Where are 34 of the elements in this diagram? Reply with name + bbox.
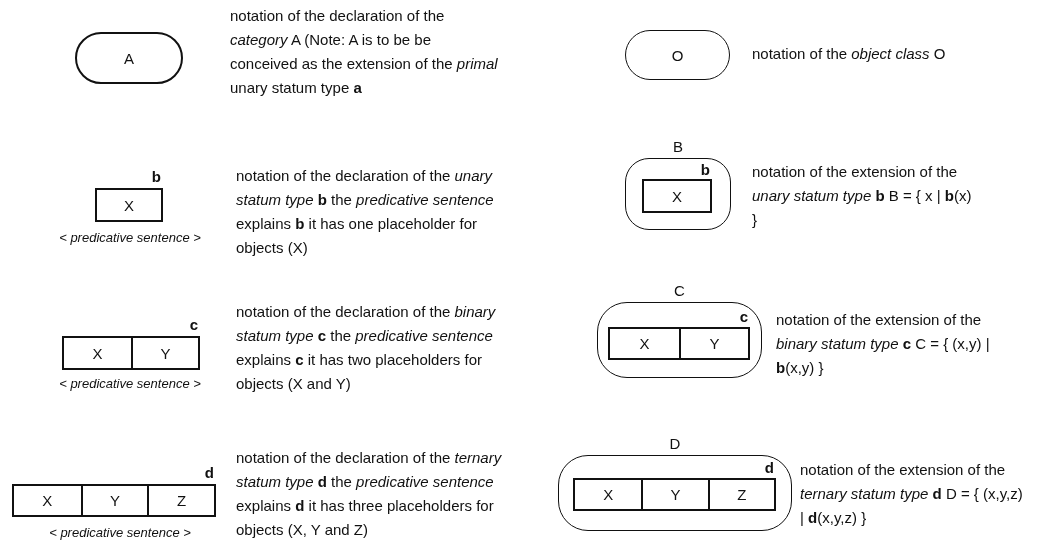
placeholder-cell: X <box>64 338 131 368</box>
predicative-sentence-note: < predicative sentence > <box>58 230 202 245</box>
node-heading: C <box>674 282 685 299</box>
description-text: notation of the declaration of the binary statum type c the predicative sentence explains c it has two placeholders for objects (X and Y) <box>236 302 497 394</box>
node-heading: c <box>189 316 199 333</box>
description-text: notation of the declaration of the ternary statum type d the predicative sentence explains d it has three placeholders for objects (X, Y and Z) <box>236 448 503 540</box>
rounded-node: O <box>625 30 730 80</box>
placeholder-cell: Y <box>131 338 198 368</box>
predicative-sentence-note: < predicative sentence > <box>48 525 192 540</box>
node-heading: b <box>151 168 162 185</box>
description-text: notation of the extension of the unary statum type b B = { x | b(x) } <box>752 162 973 230</box>
placeholder-box: X <box>95 188 163 222</box>
predicative-sentence-note: < predicative sentence > <box>58 376 202 391</box>
placeholder-cell: X <box>610 329 679 358</box>
placeholder-cell: X <box>575 480 642 509</box>
rounded-node: A <box>75 32 183 84</box>
node-heading: B <box>673 138 683 155</box>
placeholder-cell: Y <box>679 329 748 358</box>
placeholder-cell: X <box>14 486 81 515</box>
placeholder-cell: Y <box>641 480 708 509</box>
description-text: notation of the extension of the ternary statum type d D = { (x,y,z) | d(x,y,z) } <box>800 460 1024 528</box>
description-text: notation of the declaration of the category A (Note: A is to be be conceived as the extension of the primal unary statum type a <box>230 6 499 98</box>
node-heading: d <box>764 459 775 476</box>
node-heading: c <box>739 308 749 325</box>
description-text: notation of the object class O <box>752 44 947 64</box>
node-heading: d <box>204 464 215 481</box>
placeholder-cell: Z <box>147 486 214 515</box>
placeholder-box: X <box>642 179 712 213</box>
node-heading: b <box>700 161 711 178</box>
description-text: notation of the extension of the binary statum type c C = { (x,y) | b(x,y) } <box>776 310 991 378</box>
placeholder-cell: Y <box>80 486 148 515</box>
node-heading: D <box>669 435 681 452</box>
description-text: notation of the declaration of the unary statum type b the predicative sentence explains b it has one placeholder for objects (X) <box>236 166 495 258</box>
placeholder-cell: Z <box>707 480 774 509</box>
